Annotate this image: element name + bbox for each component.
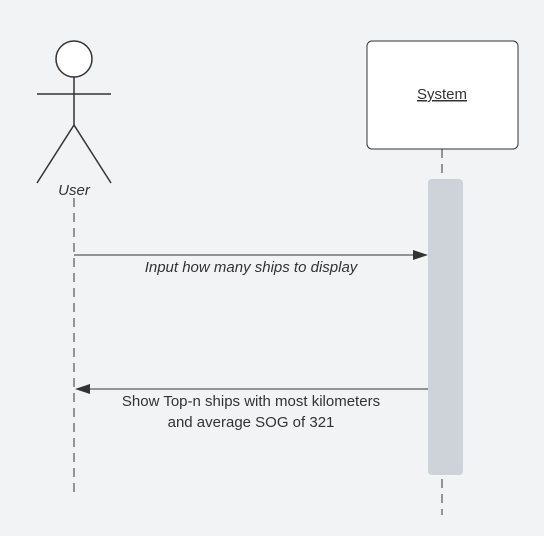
message-input-ship-count: Input how many ships to display [74, 250, 428, 276]
actor-left-leg [36, 124, 75, 184]
actor-head [55, 40, 93, 78]
message-1-arrowhead [413, 250, 428, 260]
system-activation-bar [428, 179, 463, 475]
system-participant: System [366, 40, 519, 150]
message-2-arrowhead [75, 384, 90, 394]
message-1-label: Input how many ships to display [145, 259, 359, 276]
system-label: System [417, 86, 467, 103]
actor-right-leg [73, 124, 112, 184]
actor-label: User [58, 182, 91, 199]
message-2-label-line-2: and average SOG of 321 [168, 414, 335, 431]
message-show-top-ships: Show Top-n ships with most kilometers an… [75, 384, 428, 431]
user-actor [36, 40, 112, 184]
message-2-label-line-1: Show Top-n ships with most kilometers [122, 393, 380, 410]
